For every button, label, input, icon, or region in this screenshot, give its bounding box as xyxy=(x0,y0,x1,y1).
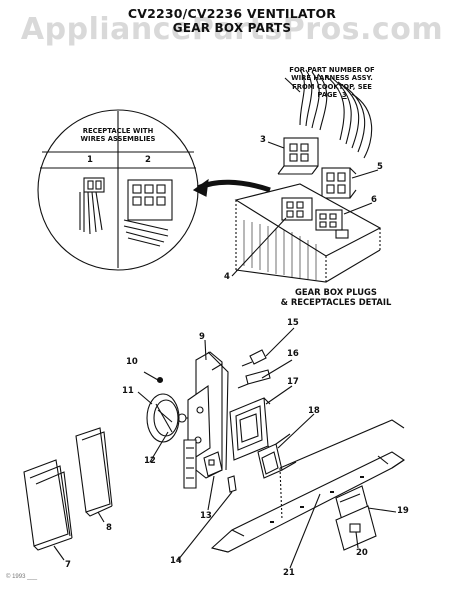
note-page-number: 3 xyxy=(341,90,347,99)
receptacle-inset xyxy=(37,109,199,271)
inset-heading-line-1: RECEPTACLE WITH xyxy=(82,127,154,135)
callout-19: 19 xyxy=(397,506,409,516)
callout-7: 7 xyxy=(65,560,71,570)
callout-5: 5 xyxy=(377,162,383,172)
detail-caption-line-2: & RECEPTACLES DETAIL xyxy=(280,297,392,307)
detail-caption-line-1: GEAR BOX PLUGS xyxy=(295,287,377,297)
switch-16-icon xyxy=(237,369,271,389)
note-line-1: FOR PART NUMBER OF xyxy=(289,66,375,74)
plug-3-icon xyxy=(277,137,319,175)
receptacle-13-icon xyxy=(203,451,223,477)
note-line-2: WIRE HARNESS ASSY. xyxy=(291,74,373,83)
callout-16: 16 xyxy=(287,349,299,359)
callout-9: 9 xyxy=(199,332,205,342)
inset-col-2-label: 2 xyxy=(145,155,151,165)
front-panel-21 xyxy=(210,419,405,553)
filter-panel-7 xyxy=(23,459,73,551)
note-line-3: FROM COOKTOP, SEE xyxy=(292,82,372,91)
callout-18: 18 xyxy=(308,406,320,416)
switch-15-icon xyxy=(241,349,267,367)
watermark-text: AppliancePartsPros.com xyxy=(20,12,444,47)
callout-3: 3 xyxy=(260,135,266,145)
callout-14: 14 xyxy=(170,556,182,566)
copyright-mark: © 1993 ___ xyxy=(6,574,38,580)
inset-col-1-label: 1 xyxy=(87,155,93,165)
callout-20: 20 xyxy=(356,548,368,558)
callout-13: 13 xyxy=(200,511,212,521)
inset-heading-line-2: WIRES ASSEMBLIES xyxy=(80,135,156,144)
inset-heading: RECEPTACLE WITH WIRES ASSEMBLIES xyxy=(68,127,168,144)
callout-21: 21 xyxy=(283,568,295,578)
fuse-14-icon xyxy=(227,475,237,493)
diagram-title: CV2230/CV2236 VENTILATOR xyxy=(127,6,337,21)
callout-15: 15 xyxy=(287,318,299,328)
callout-6: 6 xyxy=(371,195,377,205)
gear-box-housing-9 xyxy=(183,351,229,489)
cover-plate-20 xyxy=(335,505,377,551)
callout-11: 11 xyxy=(122,386,134,396)
callout-17: 17 xyxy=(287,377,299,387)
diagram-subtitle: GEAR BOX PARTS xyxy=(172,21,292,35)
callout-12: 12 xyxy=(144,456,156,466)
plug-5-icon xyxy=(321,167,357,199)
wire-harness-bundle xyxy=(284,69,373,159)
callout-10: 10 xyxy=(126,357,138,367)
wire-harness-note: FOR PART NUMBER OF WIRE HARNESS ASSY. FR… xyxy=(284,66,380,99)
filter-panel-8 xyxy=(75,427,113,517)
callout-4: 4 xyxy=(224,272,230,282)
bracket-18-icon xyxy=(257,433,297,479)
note-page-label: PAGE xyxy=(317,90,338,99)
gear-box-block xyxy=(234,183,382,283)
note-line-4: PAGE 3 xyxy=(284,91,380,99)
callout-8: 8 xyxy=(106,523,112,533)
motor-housing-17 xyxy=(229,397,273,461)
detail-caption: GEAR BOX PLUGS & RECEPTACLES DETAIL xyxy=(268,287,404,307)
